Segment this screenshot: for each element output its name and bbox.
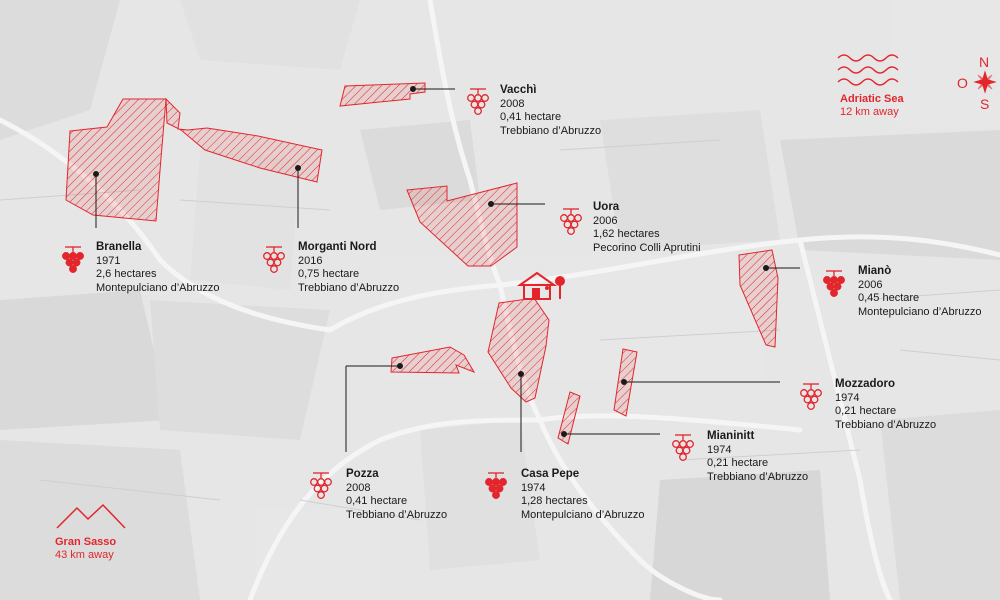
parcel-mianinitt [557, 391, 581, 445]
vineyard-name: Mianinitt [707, 430, 755, 442]
vineyard-area: 1,62 hectares [593, 228, 660, 240]
parcel-morganti-nord [165, 97, 323, 183]
vineyard-variety: Trebbiano d’Abruzzo [346, 508, 448, 521]
vineyard-area: 0,21 hectare [707, 457, 769, 469]
vineyard-area: 0,41 hectare [500, 111, 562, 123]
vineyard-variety: Montepulciano d’Abruzzo [521, 508, 645, 521]
parcel-pozza [390, 346, 476, 374]
vineyard-variety: Trebbiano d’Abruzzo [835, 418, 937, 431]
vineyard-label-morganti-nord: Morganti Nord 2016 0,75 hectare Trebbian… [298, 241, 399, 295]
leader-lines [93, 86, 800, 452]
vineyard-label-pozza: Pozza 2008 0,41 hectare Trebbiano d’Abru… [346, 468, 447, 522]
vineyard-area: 0,75 hectare [298, 268, 360, 280]
vineyard-year: 2008 [500, 97, 525, 110]
vineyard-year: 2006 [593, 214, 618, 227]
landmark-distance: 12 km away [840, 106, 899, 118]
vineyard-variety: Montepulciano d’Abruzzo [858, 305, 982, 318]
landmark-distance: 43 km away [55, 549, 114, 561]
parcel-branella [65, 98, 167, 222]
landmark-gran-sasso: Gran Sasso 43 km away [55, 536, 116, 562]
vineyard-year: 1974 [707, 443, 732, 456]
vineyard-year: 1971 [96, 254, 121, 267]
compass-south: S [980, 96, 990, 112]
vineyard-label-mianinitt: Mianinitt 1974 0,21 hectare Trebbiano d’… [707, 430, 808, 484]
vineyard-label-branella: Branella 1971 2,6 hectares Montepulciano… [96, 241, 220, 295]
vineyard-name: Vacchì [500, 84, 537, 96]
vineyard-label-mozzadoro: Mozzadoro 1974 0,21 hectare Trebbiano d’… [835, 378, 936, 432]
grape-outline-icon [310, 472, 332, 499]
grape-filled-icon [485, 472, 507, 499]
waves-icon [837, 54, 899, 86]
vineyard-area: 2,6 hectares [96, 268, 157, 280]
vineyard-year: 1974 [521, 481, 546, 494]
vineyard-name: Casa Pepe [521, 468, 580, 480]
vineyard-area: 1,28 hectares [521, 495, 588, 507]
grape-outline-icon [467, 88, 489, 115]
landmark-adriatic-sea: Adriatic Sea 12 km away [840, 93, 904, 119]
grape-filled-icon [823, 270, 845, 297]
grape-outline-icon [800, 383, 822, 410]
mountain-icon [56, 503, 126, 529]
vineyard-name: Uora [593, 201, 620, 213]
vineyard-variety: Trebbiano d’Abruzzo [500, 124, 602, 137]
compass-north: N [979, 54, 990, 70]
parcel-miano [738, 249, 779, 348]
vineyard-name: Mozzadoro [835, 378, 896, 390]
house-tree-icon [516, 271, 565, 300]
vineyard-variety: Trebbiano d’Abruzzo [707, 470, 809, 483]
grape-filled-icon [62, 246, 84, 273]
compass-rose-icon [973, 70, 997, 94]
landmark-name: Adriatic Sea [840, 93, 904, 105]
grape-outline-icon [672, 434, 694, 461]
vineyard-variety: Trebbiano d’Abruzzo [298, 281, 400, 294]
landmark-name: Gran Sasso [55, 536, 117, 548]
vineyard-year: 1974 [835, 391, 860, 404]
vineyard-label-miano: Mianò 2006 0,45 hectare Montepulciano d’… [858, 265, 982, 319]
vineyard-name: Pozza [346, 468, 379, 480]
vineyard-label-uora: Uora 2006 1,62 hectares Pecorino Colli A… [593, 201, 701, 255]
vineyard-label-casa-pepe: Casa Pepe 1974 1,28 hectares Montepulcia… [521, 468, 645, 522]
vineyard-year: 2016 [298, 254, 323, 267]
compass-west: O [957, 75, 968, 91]
vineyard-year: 2006 [858, 278, 883, 291]
vineyard-name: Mianò [858, 265, 892, 277]
vineyard-year: 2008 [346, 481, 371, 494]
vineyard-variety: Montepulciano d’Abruzzo [96, 281, 220, 294]
vineyard-name: Branella [96, 241, 142, 253]
grape-outline-icon [560, 208, 582, 235]
parcel-vacchi [339, 82, 426, 107]
vineyard-name: Morganti Nord [298, 241, 377, 253]
vineyard-area: 0,45 hectare [858, 292, 920, 304]
vineyard-area: 0,41 hectare [346, 495, 408, 507]
vineyard-variety: Pecorino Colli Aprutini [593, 241, 701, 254]
parcel-casa-pepe [487, 297, 550, 403]
grape-outline-icon [263, 246, 285, 273]
vineyard-label-vacchi: Vacchì 2008 0,41 hectare Trebbiano d’Abr… [500, 84, 601, 138]
vineyard-area: 0,21 hectare [835, 405, 897, 417]
